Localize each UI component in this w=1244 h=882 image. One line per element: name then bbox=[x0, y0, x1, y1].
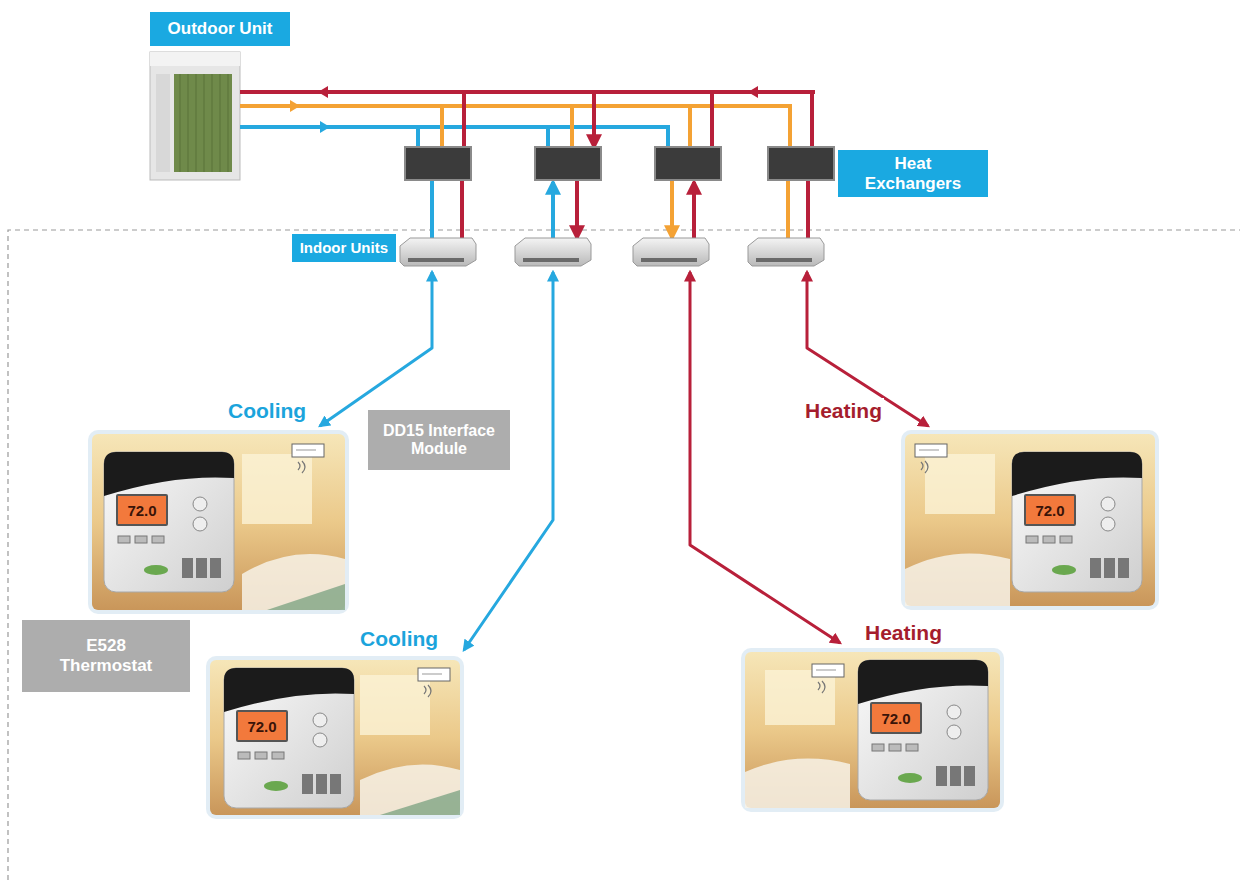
mode-heading: Cooling bbox=[358, 626, 440, 651]
room-pictures bbox=[88, 430, 1159, 819]
indoor-unit-pictures bbox=[400, 238, 824, 266]
thermostat-display: 72.0 bbox=[1026, 496, 1074, 524]
outdoor-unit-picture bbox=[150, 52, 240, 180]
title-tag: Outdoor Unit bbox=[150, 12, 290, 46]
callout-box: DD15 Interface Module bbox=[368, 410, 510, 470]
thermostat-display: 72.0 bbox=[118, 496, 166, 524]
mode-heading: Cooling bbox=[226, 398, 308, 423]
box-label: Indoor Units bbox=[300, 239, 388, 256]
room-panel: Cooling bbox=[210, 660, 460, 815]
mode-heading: Heating bbox=[803, 398, 884, 423]
refrigerant-pipes bbox=[240, 86, 815, 240]
room-panel: Cooling bbox=[92, 434, 345, 610]
callout-box: E528 Thermostat bbox=[22, 620, 190, 692]
title-tag: Indoor Units bbox=[292, 234, 396, 262]
box-label: DD15 Interface Module bbox=[377, 422, 501, 459]
thermostat-display: 72.0 bbox=[872, 704, 920, 732]
title-tag: Heat Exchangers bbox=[838, 150, 988, 197]
box-label: Heat Exchangers bbox=[858, 154, 968, 193]
control-arrows bbox=[320, 272, 928, 650]
box-label: Outdoor Unit bbox=[168, 19, 273, 39]
thermostat-display: 72.0 bbox=[238, 712, 286, 740]
room-panel: Heating bbox=[905, 434, 1155, 606]
room-panel: Heating bbox=[745, 652, 1000, 808]
box-label: E528 Thermostat bbox=[54, 636, 159, 675]
mode-heading: Heating bbox=[863, 620, 944, 645]
heat-exchanger-boxes bbox=[405, 147, 834, 180]
